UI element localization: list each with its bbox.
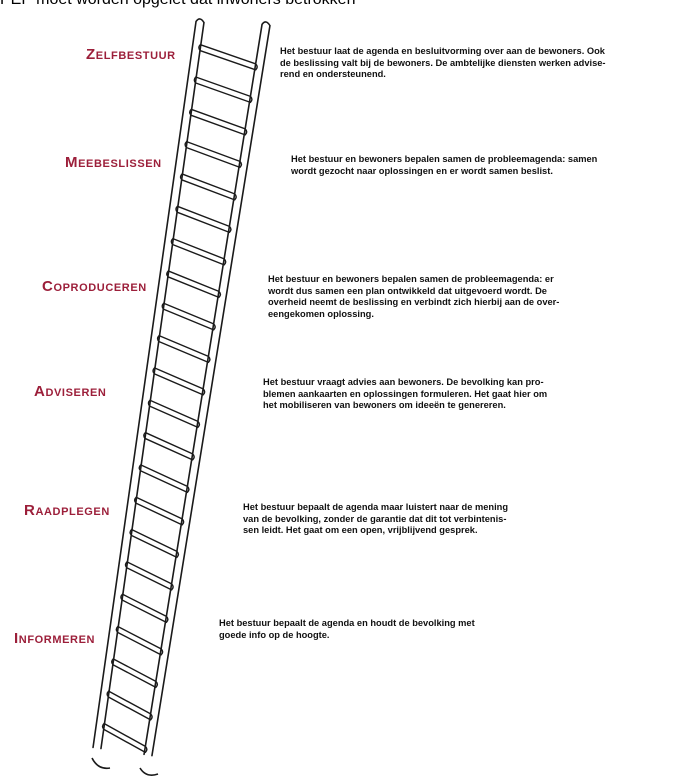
- level-description-meebeslissen: Het bestuur en bewoners bepalen samen de…: [291, 154, 598, 176]
- ladder-rung: [166, 270, 222, 299]
- rung-outline: [193, 76, 253, 104]
- level-label-coproduceren: Coproduceren: [42, 278, 147, 295]
- ladder-rung: [115, 625, 164, 656]
- ladder-rails: [91, 18, 271, 776]
- level-description-coproduceren: Het bestuur en bewoners bepalen samen de…: [268, 274, 560, 319]
- rung-outline: [133, 496, 185, 526]
- rung-outline: [170, 237, 227, 266]
- top-caption: PEP moet worden opgelet dat inwoners bet…: [0, 0, 693, 9]
- ladder-rung: [124, 561, 174, 591]
- ladder-rung: [175, 205, 232, 234]
- rung-outline: [106, 690, 153, 721]
- ladder-rung: [152, 367, 206, 396]
- level-label-informeren: Informeren: [14, 630, 96, 647]
- ladder-rung: [111, 658, 159, 689]
- rung-outline: [120, 593, 169, 624]
- ladder-rung: [133, 496, 185, 526]
- rung-outline: [179, 173, 237, 201]
- rung-outline: [188, 108, 248, 136]
- ladder-rung: [143, 431, 195, 461]
- rung-outline: [175, 205, 232, 234]
- ladder-rung: [129, 528, 180, 559]
- rung-outline: [184, 140, 243, 169]
- rung-outline: [152, 367, 206, 396]
- rung-outline: [115, 625, 164, 656]
- ladder-rung: [138, 464, 190, 494]
- ladder-rung: [170, 237, 227, 266]
- level-description-zelfbestuur: Het bestuur laat de agenda en besluitvor…: [280, 46, 606, 79]
- rung-outline: [124, 561, 174, 591]
- ladder-feet: [91, 757, 159, 776]
- ladder-rung: [198, 43, 258, 71]
- level-label-adviseren: Adviseren: [34, 383, 107, 400]
- level-label-meebeslissen: Meebeslissen: [65, 154, 162, 171]
- ladder-rung: [184, 140, 243, 169]
- level-label-zelfbestuur: Zelfbestuur: [86, 46, 176, 63]
- ladder-rung: [188, 108, 248, 136]
- rung-outline: [147, 399, 201, 429]
- ladder-rung: [147, 399, 201, 429]
- ladder-rungs: [101, 43, 258, 754]
- rung-outline: [101, 722, 148, 754]
- level-label-raadplegen: Raadplegen: [24, 502, 110, 519]
- level-description-raadplegen: Het bestuur bepaalt de agenda maar luist…: [243, 502, 509, 535]
- ladder-rung: [179, 173, 237, 201]
- rung-outline: [143, 431, 195, 461]
- ladder-rung: [161, 302, 216, 331]
- rung-outline: [129, 528, 180, 559]
- rung-outline: [166, 270, 222, 299]
- ladder-rung: [193, 76, 253, 104]
- rung-outline: [111, 658, 159, 689]
- rung-outline: [156, 334, 211, 364]
- ladder-rung: [120, 593, 169, 624]
- ladder-rung: [156, 334, 211, 364]
- ladder-rung: [106, 690, 153, 721]
- rung-outline: [198, 43, 258, 71]
- rung-outline: [138, 464, 190, 494]
- right-rail: [143, 21, 271, 757]
- left-rail: [92, 18, 205, 750]
- rung-outline: [161, 302, 216, 331]
- level-description-adviseren: Het bestuur vraagt advies aan bewoners. …: [263, 377, 548, 410]
- ladder-rung: [101, 722, 148, 754]
- level-description-informeren: Het bestuur bepaalt de agenda en houdt d…: [219, 618, 475, 640]
